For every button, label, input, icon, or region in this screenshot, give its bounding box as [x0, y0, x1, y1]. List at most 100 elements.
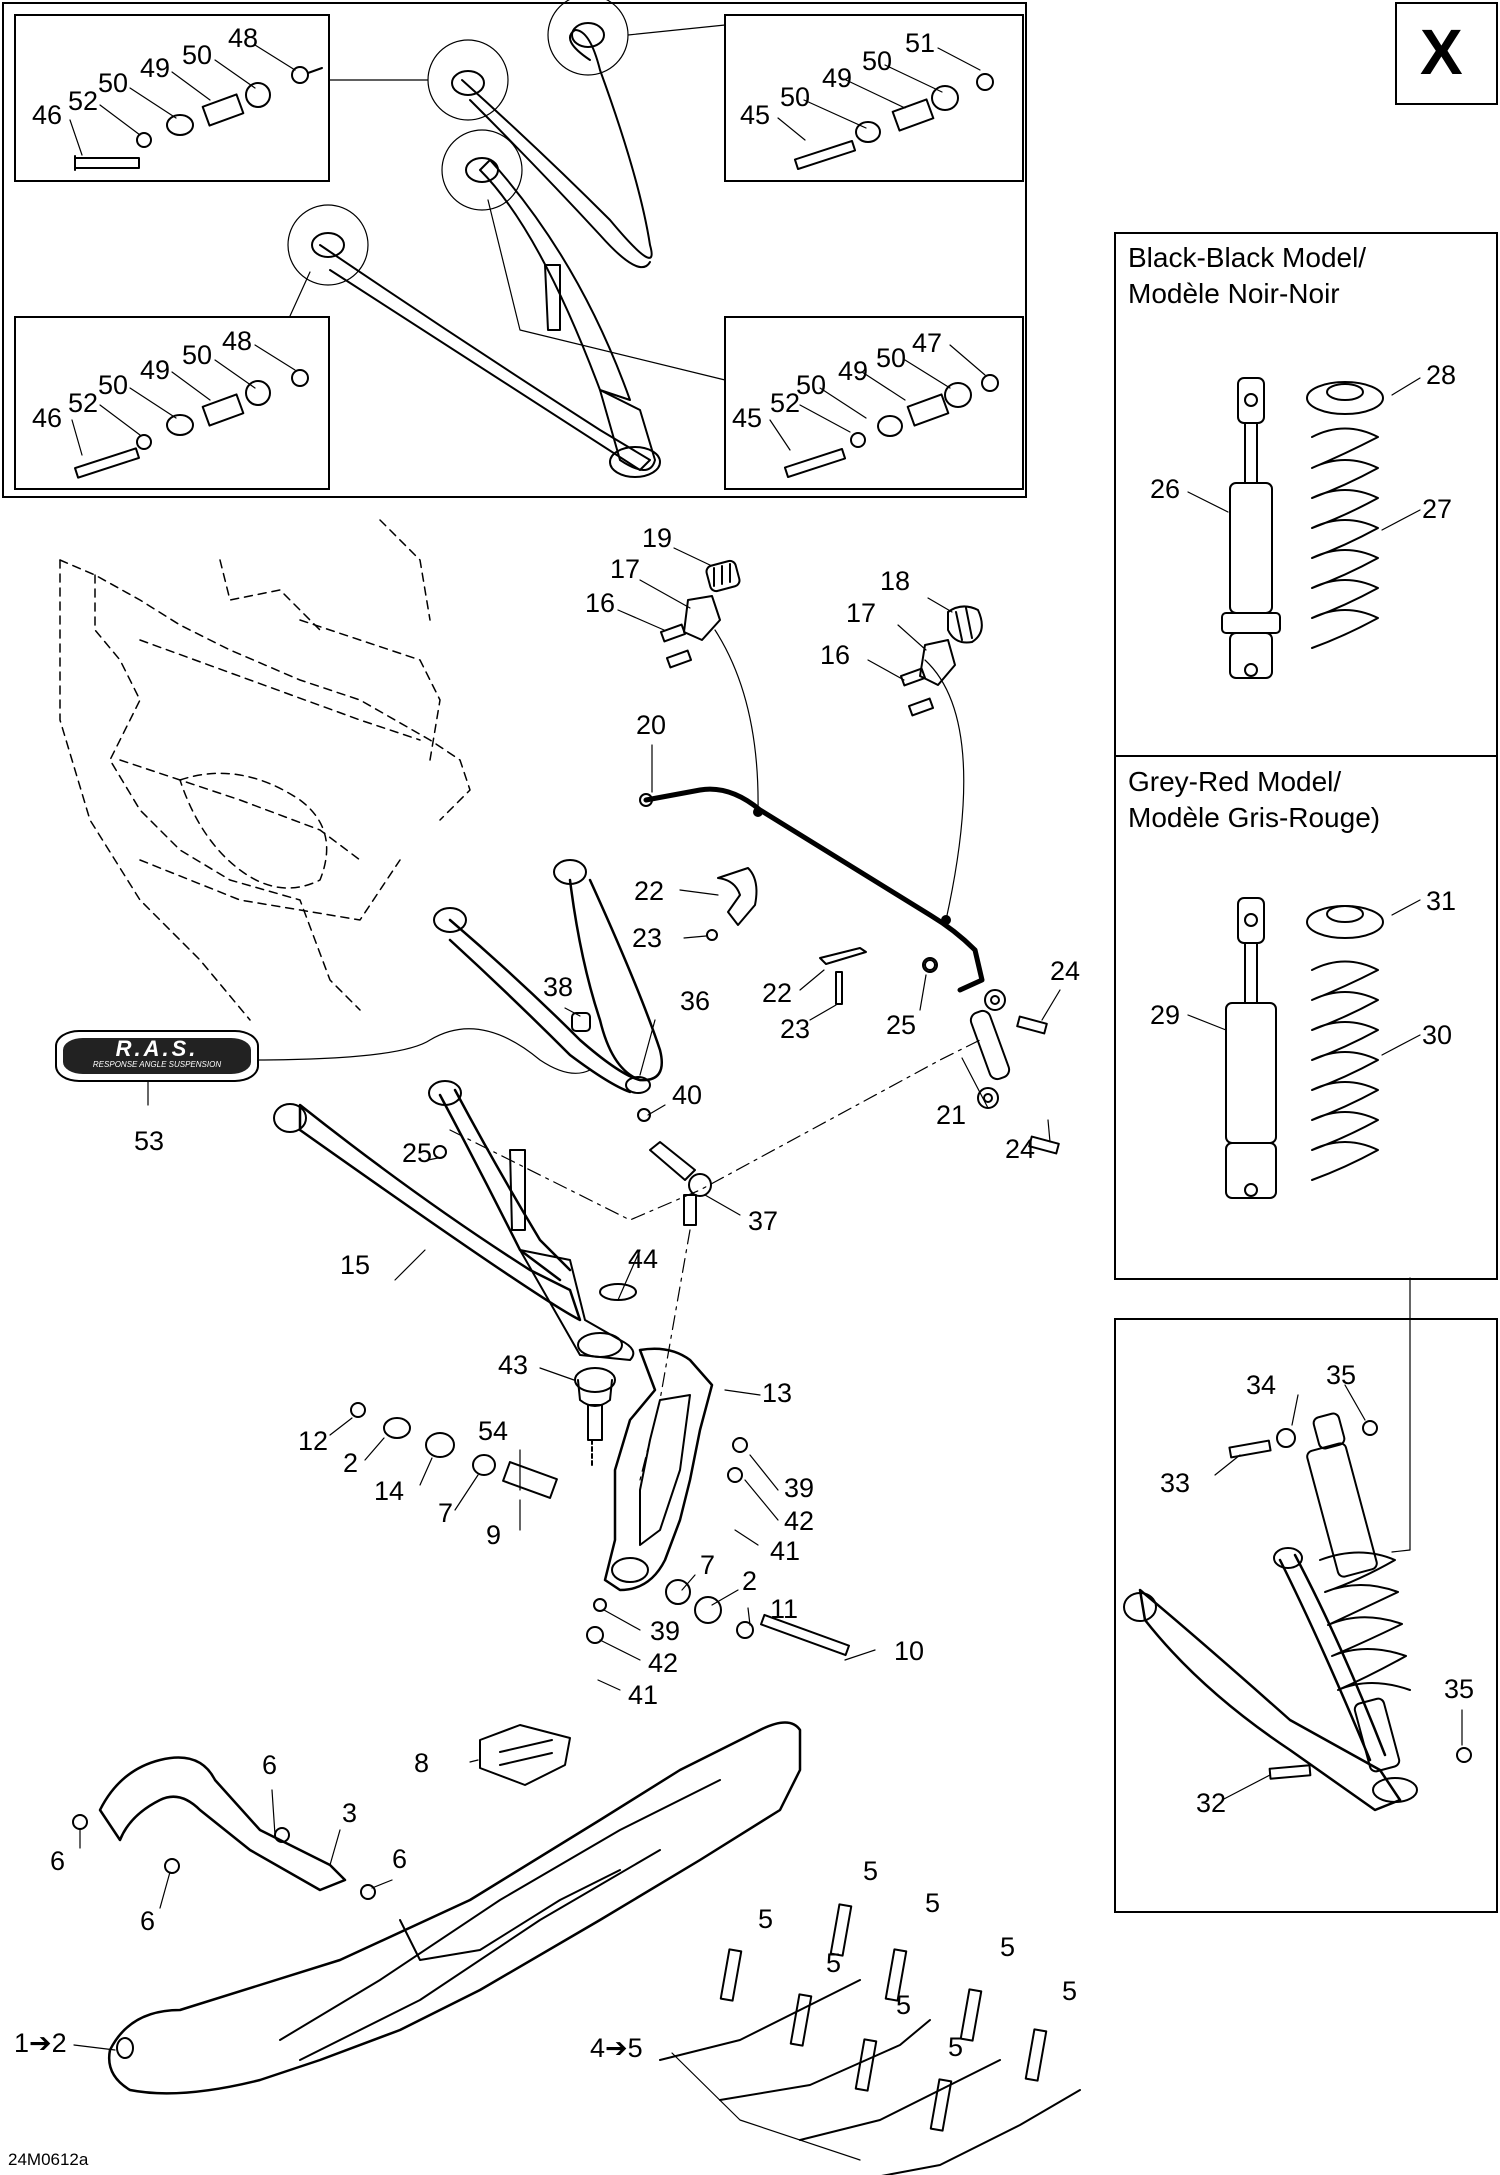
callout-label: 21 — [936, 1100, 967, 1130]
callout-label: 49 — [822, 63, 853, 93]
callout-label: 6 — [262, 1750, 278, 1780]
callout-label: 16 — [820, 640, 851, 670]
ski-wear-pad-8 — [479, 1724, 571, 1786]
callout-label: 32 — [1196, 1788, 1227, 1818]
callout-label: 46 — [32, 100, 63, 130]
callout-label: 49 — [140, 355, 171, 385]
bracket-17-left — [659, 595, 721, 669]
callout-label: 41 — [628, 1680, 659, 1710]
sway-bar-leaders — [714, 629, 965, 921]
callout-label: 5 — [758, 1904, 774, 1934]
callout-label: 10 — [894, 1636, 925, 1666]
callout-label: 20 — [636, 710, 667, 740]
callout-label: 48 — [222, 326, 253, 356]
callout-label: 45 — [732, 403, 763, 433]
callout-label: 42 — [784, 1506, 815, 1536]
callout-label: 29 — [1150, 1000, 1181, 1030]
callout-label: 34 — [1246, 1370, 1277, 1400]
sway-bar — [639, 786, 985, 993]
callout-label: 30 — [1422, 1020, 1453, 1050]
shock-grey-red — [1225, 897, 1277, 1199]
callout-label: 25 — [402, 1138, 433, 1168]
callout-label: 19 — [642, 523, 673, 553]
callout-label: 22 — [762, 978, 793, 1008]
callout-label: 17 — [610, 554, 641, 584]
callout-label: 54 — [478, 1416, 509, 1446]
callout-label: 33 — [1160, 1468, 1191, 1498]
callout-label: 48 — [228, 23, 259, 53]
callout-label: 6 — [392, 1844, 408, 1874]
inset-top-right — [724, 14, 1024, 182]
callout-label: 8 — [414, 1748, 430, 1778]
callout-label: 23 — [780, 1014, 811, 1044]
ras-logo-text: R.A.S. — [115, 1036, 199, 1061]
callout-label: 9 — [486, 1520, 502, 1550]
callout-label: 5 — [925, 1888, 941, 1918]
ras-logo-inner — [63, 1038, 251, 1074]
chassis-frame-outline — [59, 519, 471, 1021]
callout-label: 42 — [648, 1648, 679, 1678]
detail-connector — [1391, 1277, 1411, 1553]
inset-hardware-bottom-right — [783, 374, 999, 479]
ski — [107, 1721, 802, 2095]
callout-label: 39 — [650, 1616, 681, 1646]
ski-runners — [659, 1903, 1081, 2175]
inset-hardware-bottom-left — [74, 369, 309, 479]
callout-label: 49 — [838, 356, 869, 386]
top-inset-leaders — [289, 24, 726, 381]
callout-label: 50 — [780, 82, 811, 112]
nut-25-right — [924, 959, 936, 971]
top-a-arm-illustration — [287, 0, 661, 478]
callout-label: 35 — [1444, 1674, 1475, 1704]
callout-label: 23 — [632, 923, 663, 953]
bushing-18 — [947, 605, 983, 644]
callout-label: 27 — [1422, 494, 1453, 524]
callout-label: 7 — [700, 1550, 716, 1580]
callout-label: 4➔5 — [590, 2033, 643, 2063]
spring-grey-red — [1306, 905, 1384, 1181]
callout-label: 5 — [1000, 1932, 1016, 1962]
callout-label: 38 — [543, 972, 574, 1002]
callout-label: 51 — [905, 28, 936, 58]
callout-label: 52 — [770, 388, 801, 418]
callout-label: 24 — [1050, 956, 1081, 986]
sheet-code: 24M0612a — [8, 2150, 89, 2169]
callout-label: 44 — [628, 1244, 659, 1274]
callout-label: 46 — [32, 403, 63, 433]
model-title-black-black: Black-Black Model/ Modèle Noir-Noir — [1128, 242, 1367, 309]
callout-label: 18 — [880, 566, 911, 596]
callout-label: 11 — [770, 1594, 799, 1624]
callout-label: 6 — [50, 1846, 66, 1876]
callout-label: 47 — [912, 328, 943, 358]
inset-bottom-left — [14, 316, 330, 490]
callout-label: 13 — [762, 1378, 793, 1408]
callout-label: 12 — [298, 1426, 329, 1456]
bracket-17-right — [899, 639, 956, 717]
ski-handle-3 — [72, 1756, 376, 1900]
installed-shock-box — [1114, 1318, 1498, 1913]
sheet-letter: X — [1420, 16, 1463, 88]
spindle-bolt-stack — [350, 1402, 850, 1657]
model-box-grey-red — [1114, 755, 1498, 1280]
callout-label: 50 — [876, 343, 907, 373]
callout-label: 5 — [826, 1948, 842, 1978]
callout-label: 25 — [886, 1010, 917, 1040]
callout-label: 49 — [140, 53, 171, 83]
callout-label: 3 — [342, 1798, 358, 1828]
callout-label: 50 — [182, 40, 213, 70]
retaining-ring-44 — [599, 1283, 637, 1301]
ras-logo: R.A.S. RESPONSE ANGLE SUSPENSION — [55, 1030, 259, 1082]
ras-logo-subtext: RESPONSE ANGLE SUSPENSION — [92, 1060, 222, 1069]
shock-black-black — [1221, 377, 1281, 679]
nut-40 — [637, 1108, 651, 1122]
callout-label: 6 — [140, 1906, 156, 1936]
callout-label: 50 — [98, 68, 129, 98]
runner-leaders — [671, 2052, 861, 2161]
callout-label: 43 — [498, 1350, 529, 1380]
callout-label: 35 — [1326, 1360, 1357, 1390]
inset-hardware-top-right — [793, 73, 994, 171]
lower-a-arm — [273, 1080, 635, 1361]
clip-22-top — [706, 867, 758, 941]
